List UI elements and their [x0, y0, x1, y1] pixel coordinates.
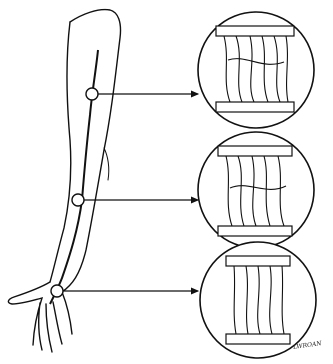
cross-section-forearm — [198, 132, 314, 248]
cross-section-wrist — [200, 242, 316, 358]
cross-section-upper-arm — [198, 12, 314, 128]
arm-illustration — [8, 10, 120, 352]
elbow-crease — [104, 148, 109, 180]
arm-inner-contour — [50, 22, 71, 282]
nerve-marker-forearm — [72, 194, 84, 206]
nerve-marker-upper-arm — [86, 88, 98, 100]
nerve-marker-wrist — [51, 285, 63, 297]
